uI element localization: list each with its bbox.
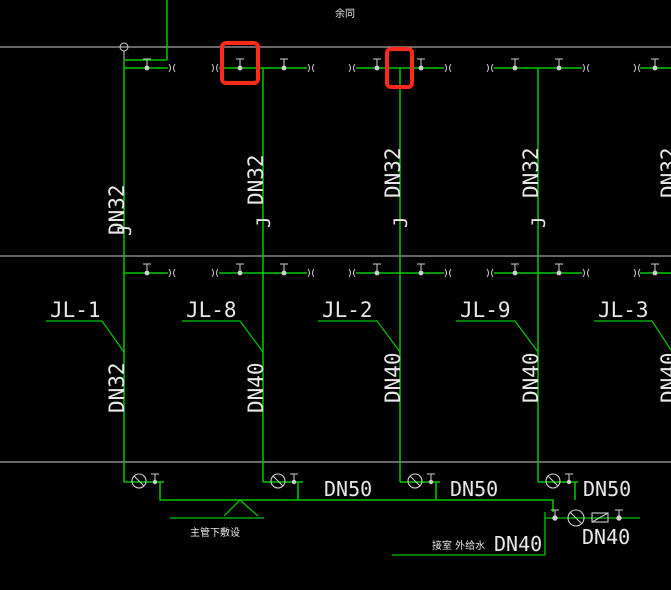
upper-pipe-break-icon xyxy=(444,63,452,73)
upper-water-tap-icon xyxy=(417,58,425,71)
pipe-code-label-1: J xyxy=(114,225,136,236)
check-valve-assembly-4 xyxy=(538,473,578,489)
upper-water-tap-icon xyxy=(236,58,244,71)
main-size-label-2: DN50 xyxy=(450,477,498,501)
riser-tag-2: JL-8 xyxy=(186,298,237,322)
riser-tags: JL-1 JL-8 JL-2 JL-9 JL-3 xyxy=(46,298,671,353)
upper-water-tap-icon xyxy=(143,58,151,71)
lower-pipe-break-icon xyxy=(486,268,494,278)
main-size-label-1: DN50 xyxy=(324,477,372,501)
riser-tag-leader-3 xyxy=(318,320,401,353)
riser-valve-assemblies xyxy=(124,473,578,489)
top-label: 余同 xyxy=(335,7,355,20)
highlight-box-1 xyxy=(220,41,260,85)
riser-tag-leader-1 xyxy=(46,320,125,353)
upper-pipe-break-icon xyxy=(582,63,590,73)
lower-pipe-break-icon xyxy=(168,268,176,278)
supply-gate-valve-icon xyxy=(551,509,623,521)
upper-water-tap-icon xyxy=(555,58,563,71)
main-header-pipe xyxy=(159,482,576,512)
upper-pipe-break-icon xyxy=(633,63,641,73)
lower-water-tap-icon xyxy=(651,263,659,276)
supply-note: 接室 外给水 xyxy=(432,539,485,552)
air-vent-icon xyxy=(119,42,129,60)
supply-size-label: DN40 xyxy=(494,532,542,556)
upper-size-label-2: DN32 xyxy=(244,154,268,205)
meter-size-label: DN40 xyxy=(582,525,630,549)
lower-water-tap-icon xyxy=(280,263,288,276)
upper-water-tap-icon xyxy=(280,58,288,71)
check-valve-assembly-3 xyxy=(400,473,440,489)
upper-size-label-3: DN32 xyxy=(381,147,405,198)
check-valve-icon xyxy=(270,473,286,489)
lower-pipe-break-icon xyxy=(307,268,315,278)
upper-water-tap-icon xyxy=(651,58,659,71)
upper-water-tap-icon xyxy=(373,58,381,71)
lower-pipe-break-icon xyxy=(633,268,641,278)
upper-pipe-break-icon xyxy=(307,63,315,73)
riser-tag-4: JL-9 xyxy=(460,298,511,322)
upper-size-label-5: DN32 xyxy=(657,147,671,198)
branch-row-lower xyxy=(124,263,671,278)
lower-pipe-break-icon xyxy=(348,268,356,278)
main-pipe-note: 主管下敷设 xyxy=(190,526,240,539)
check-valve-icon xyxy=(545,473,561,489)
pipe-code-label-3: J xyxy=(390,217,412,228)
pipe-code-labels: J J J J xyxy=(114,217,550,236)
check-valve-icon xyxy=(407,473,423,489)
lower-size-label-5: DN40 xyxy=(657,352,671,403)
riser-tag-5: JL-3 xyxy=(598,298,649,322)
lower-size-label-2: DN40 xyxy=(244,362,268,413)
riser-tag-3: JL-2 xyxy=(322,298,373,322)
upper-water-tap-icon xyxy=(511,58,519,71)
check-valve-assembly-1 xyxy=(124,473,164,489)
lower-pipe-break-icon xyxy=(444,268,452,278)
buried-note-marker-icon xyxy=(170,499,264,519)
lower-water-tap-icon xyxy=(511,263,519,276)
lower-water-tap-icon xyxy=(143,263,151,276)
riser-pipes xyxy=(123,60,539,482)
lower-water-tap-icon xyxy=(373,263,381,276)
lower-size-label-4: DN40 xyxy=(519,352,543,403)
upper-pipe-break-icon xyxy=(211,63,219,73)
lower-size-label-1: DN32 xyxy=(105,362,129,413)
upper-pipe-break-icon xyxy=(168,63,176,73)
branch-row-upper xyxy=(124,58,671,73)
lower-pipe-break-icon xyxy=(582,268,590,278)
riser-tag-leader-5 xyxy=(594,320,671,351)
water-meter-icon xyxy=(567,509,609,527)
highlight-box-2 xyxy=(385,47,414,89)
riser-tag-leader-2 xyxy=(182,320,264,353)
upper-pipe-break-icon xyxy=(486,63,494,73)
riser-tag-1: JL-1 xyxy=(50,298,101,322)
lower-size-label-3: DN40 xyxy=(381,352,405,403)
upper-size-label-4: DN32 xyxy=(519,147,543,198)
pipe-code-label-2: J xyxy=(253,217,275,228)
lower-water-tap-icon xyxy=(236,263,244,276)
upper-size-label-1: DN32 xyxy=(105,184,129,235)
riser-tag-leader-4 xyxy=(456,320,539,353)
lower-pipe-break-icon xyxy=(211,268,219,278)
lower-pipe-size-labels: DN32 DN40 DN40 DN40 DN40 xyxy=(105,352,671,413)
main-size-label-3: DN50 xyxy=(583,477,631,501)
upper-pipe-size-labels: DN32 DN32 DN32 DN32 DN32 xyxy=(105,147,671,235)
lower-water-tap-icon xyxy=(417,263,425,276)
lower-water-tap-icon xyxy=(555,263,563,276)
upper-pipe-break-icon xyxy=(348,63,356,73)
check-valve-assembly-2 xyxy=(263,473,303,489)
pipe-code-label-4: J xyxy=(528,217,550,228)
check-valve-icon xyxy=(131,473,147,489)
